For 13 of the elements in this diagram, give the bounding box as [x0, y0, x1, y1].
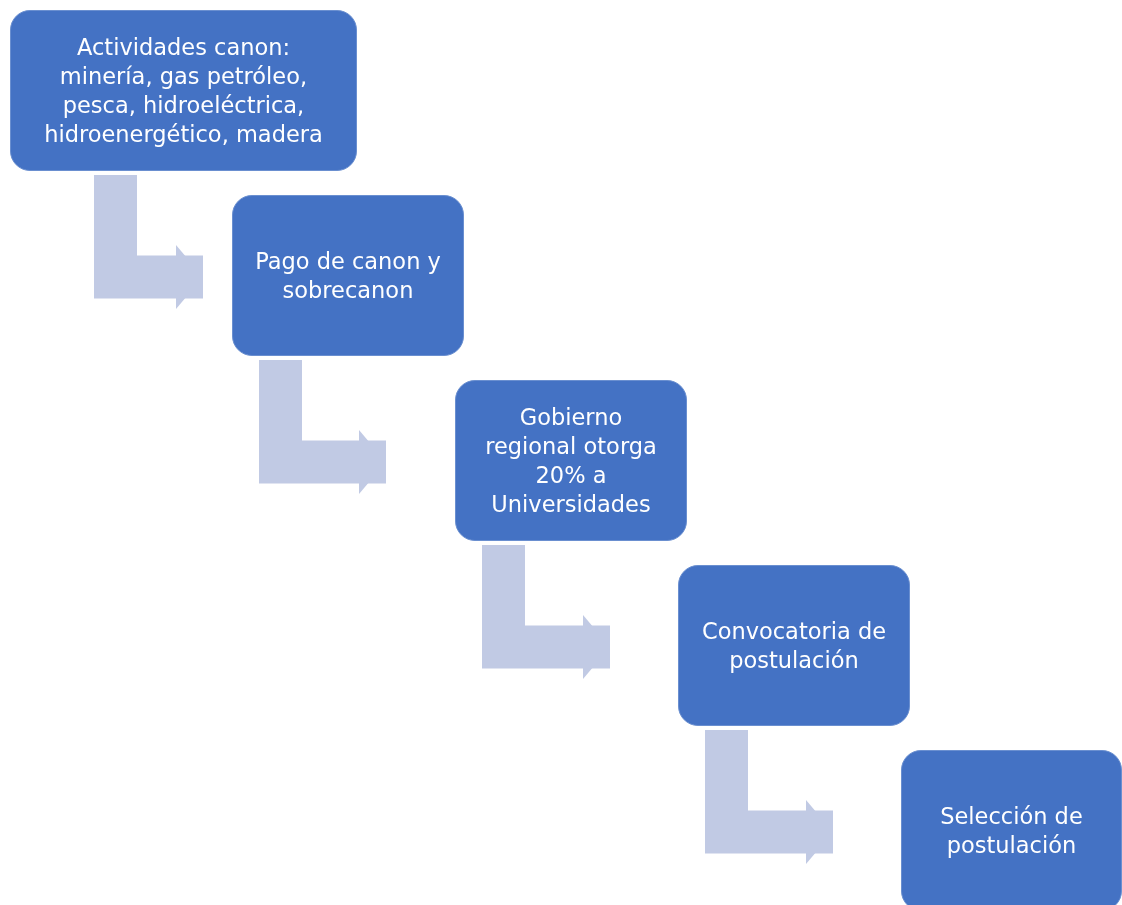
process-box [232, 195, 464, 356]
bent-arrow [482, 545, 610, 679]
process-box [678, 565, 910, 726]
process-box [455, 380, 687, 541]
box-label: Pago de canon y sobrecanon [254, 246, 442, 305]
box-label: Convocatoria de postulación [700, 616, 888, 675]
box-label: Gobierno regional otorga 20% a Universidades [484, 402, 658, 519]
box-label: Selección de postulación [939, 801, 1084, 860]
box-label: Actividades canon: minería, gas petróleo, pesca, hidroeléctrica, hidroenergético, madera [43, 32, 324, 149]
bent-arrow [259, 360, 386, 494]
process-box [10, 10, 357, 171]
process-box [901, 750, 1122, 905]
bent-arrow [705, 730, 833, 864]
